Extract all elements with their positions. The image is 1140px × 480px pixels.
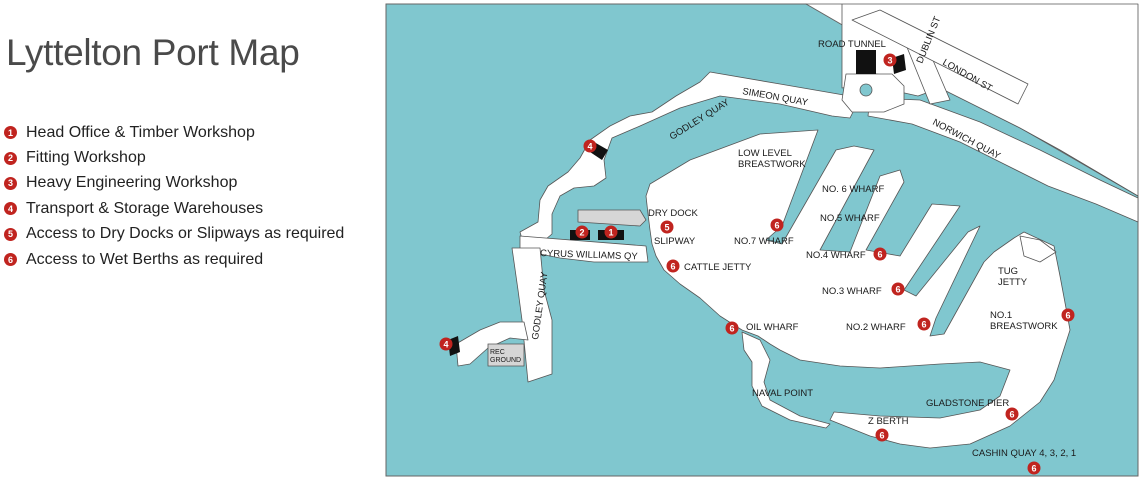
tug-jetty-label-1: TUG — [998, 266, 1018, 277]
marker-5-icon: 5 — [4, 227, 17, 241]
road-tunnel-label: ROAD TUNNEL — [818, 39, 886, 50]
marker-label: 6 — [921, 320, 926, 330]
no1-label-2: BREASTWORK — [990, 321, 1058, 332]
marker-6-oil-wharf[interactable]: 6 — [725, 321, 739, 335]
marker-label: 6 — [879, 431, 884, 441]
road-tunnel-block — [856, 50, 876, 74]
marker-label: 3 — [887, 56, 892, 66]
marker-6-no2-wharf[interactable]: 6 — [917, 317, 931, 331]
marker-label: 4 — [443, 340, 448, 350]
marker-label: 6 — [729, 324, 734, 334]
map-legend: 1 Head Office & Timber Workshop 2 Fitting … — [4, 120, 344, 272]
london-st-road — [851, 9, 1029, 105]
no7-wharf-label: NO.7 WHARF — [734, 236, 794, 247]
dry-dock — [577, 209, 647, 227]
low-level-label-2: BREASTWORK — [738, 159, 806, 170]
marker-5-dry-dock[interactable]: 5 — [660, 220, 674, 234]
naval-point — [741, 331, 831, 429]
legend-label: Head Office & Timber Workshop — [26, 123, 255, 141]
marker-4-icon: 4 — [4, 202, 17, 216]
tug-jetty-label-2: JETTY — [998, 277, 1028, 288]
slipway-label: SLIPWAY — [654, 236, 696, 247]
tug-jetty — [1019, 235, 1057, 263]
legend-label: Access to Wet Berths as required — [26, 250, 264, 268]
cyrus-williams-label: CYRUS WILLIAMS QY — [540, 248, 639, 262]
oil-wharf-label: OIL WHARF — [746, 322, 799, 333]
norwich-quay-road — [867, 97, 1139, 223]
roundabout — [859, 83, 873, 97]
marker-label: 6 — [1065, 311, 1070, 321]
rec-ground-label-1: REC — [490, 349, 505, 356]
tunnel-area — [841, 73, 905, 113]
marker-4-north[interactable]: 4 — [583, 139, 597, 153]
marker-6-gladstone-pier[interactable]: 6 — [1005, 407, 1019, 421]
marker-label: 6 — [1009, 410, 1014, 420]
legend-item: 4 Transport & Storage Warehouses — [4, 196, 344, 221]
marker-6-cashin-quay[interactable]: 6 — [1027, 461, 1041, 475]
legend-item: 1 Head Office & Timber Workshop — [4, 120, 344, 145]
legend-label: Heavy Engineering Workshop — [26, 174, 238, 192]
no4-wharf-label: NO.4 WHARF — [806, 250, 866, 261]
marker-6-no7-wharf[interactable]: 6 — [770, 218, 784, 232]
z-berth-label: Z BERTH — [868, 416, 909, 427]
marker-label: 2 — [579, 228, 584, 238]
cashin-quay-label: CASHIN QUAY 4, 3, 2, 1 — [972, 448, 1076, 459]
marker-2-icon: 2 — [4, 151, 17, 165]
no6-wharf-label: NO. 6 WHARF — [822, 184, 884, 195]
marker-4-south[interactable]: 4 — [439, 337, 453, 351]
marker-label: 4 — [587, 142, 592, 152]
marker-3[interactable]: 3 — [883, 53, 897, 67]
marker-2[interactable]: 2 — [575, 225, 589, 239]
rec-ground-label-2: GROUND — [490, 357, 521, 364]
simeon-quay-road — [519, 71, 861, 247]
marker-6-icon: 6 — [4, 253, 17, 267]
marker-3-icon: 3 — [4, 176, 17, 190]
marker-label: 6 — [1031, 464, 1036, 474]
page-title: Lyttelton Port Map — [6, 32, 300, 73]
legend-label: Fitting Workshop — [26, 149, 146, 167]
legend-item: 2 Fitting Workshop — [4, 145, 344, 170]
legend-item: 5 Access to Dry Docks or Slipways as requ… — [4, 222, 344, 247]
marker-6-no1-breastwork[interactable]: 6 — [1061, 308, 1075, 322]
marker-label: 6 — [670, 262, 675, 272]
marker-label: 6 — [895, 285, 900, 295]
legend-label: Access to Dry Docks or Slipways as requi… — [26, 225, 345, 243]
no1-label-1: NO.1 — [990, 310, 1012, 321]
rec-ground — [487, 343, 525, 367]
cattle-jetty-label: CATTLE JETTY — [684, 262, 752, 273]
godley-quay-south — [511, 247, 553, 383]
marker-6-no3-wharf[interactable]: 6 — [891, 282, 905, 296]
gladstone-pier-label: GLADSTONE PIER — [926, 398, 1009, 409]
legend-item: 6 Access to Wet Berths as required — [4, 247, 344, 272]
legend-label: Transport & Storage Warehouses — [26, 199, 264, 217]
no2-wharf-label: NO.2 WHARF — [846, 322, 906, 333]
marker-1[interactable]: 1 — [604, 225, 618, 239]
marker-1-icon: 1 — [4, 126, 17, 140]
marker-label: 1 — [608, 228, 613, 238]
port-land — [645, 129, 1071, 449]
marker-6-z-berth[interactable]: 6 — [875, 428, 889, 442]
legend-item: 3 Heavy Engineering Workshop — [4, 171, 344, 196]
marker-label: 6 — [877, 250, 882, 260]
naval-point-label: NAVAL POINT — [752, 388, 813, 399]
marker-label: 6 — [774, 221, 779, 231]
marker-6-no4-wharf[interactable]: 6 — [873, 247, 887, 261]
marker-6-cattle-jetty[interactable]: 6 — [666, 259, 680, 273]
no5-wharf-label: NO.5 WHARF — [820, 213, 880, 224]
no3-wharf-label: NO.3 WHARF — [822, 286, 882, 297]
low-level-label-1: LOW LEVEL — [738, 148, 792, 159]
dry-dock-label: DRY DOCK — [648, 208, 698, 219]
marker-label: 5 — [664, 223, 669, 233]
